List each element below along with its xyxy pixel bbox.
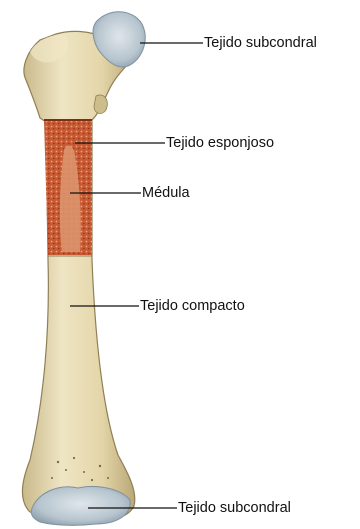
distal-condyle-cartilage: [31, 487, 130, 526]
femur-bone: [22, 31, 134, 519]
lesser-trochanter: [94, 95, 107, 114]
label-subchondral-bottom: Tejido subcondral: [178, 500, 291, 516]
label-subchondral-top: Tejido subcondral: [204, 35, 317, 51]
label-spongy: Tejido esponjoso: [166, 135, 274, 151]
label-marrow: Médula: [142, 185, 190, 201]
label-compact: Tejido compacto: [140, 298, 245, 314]
